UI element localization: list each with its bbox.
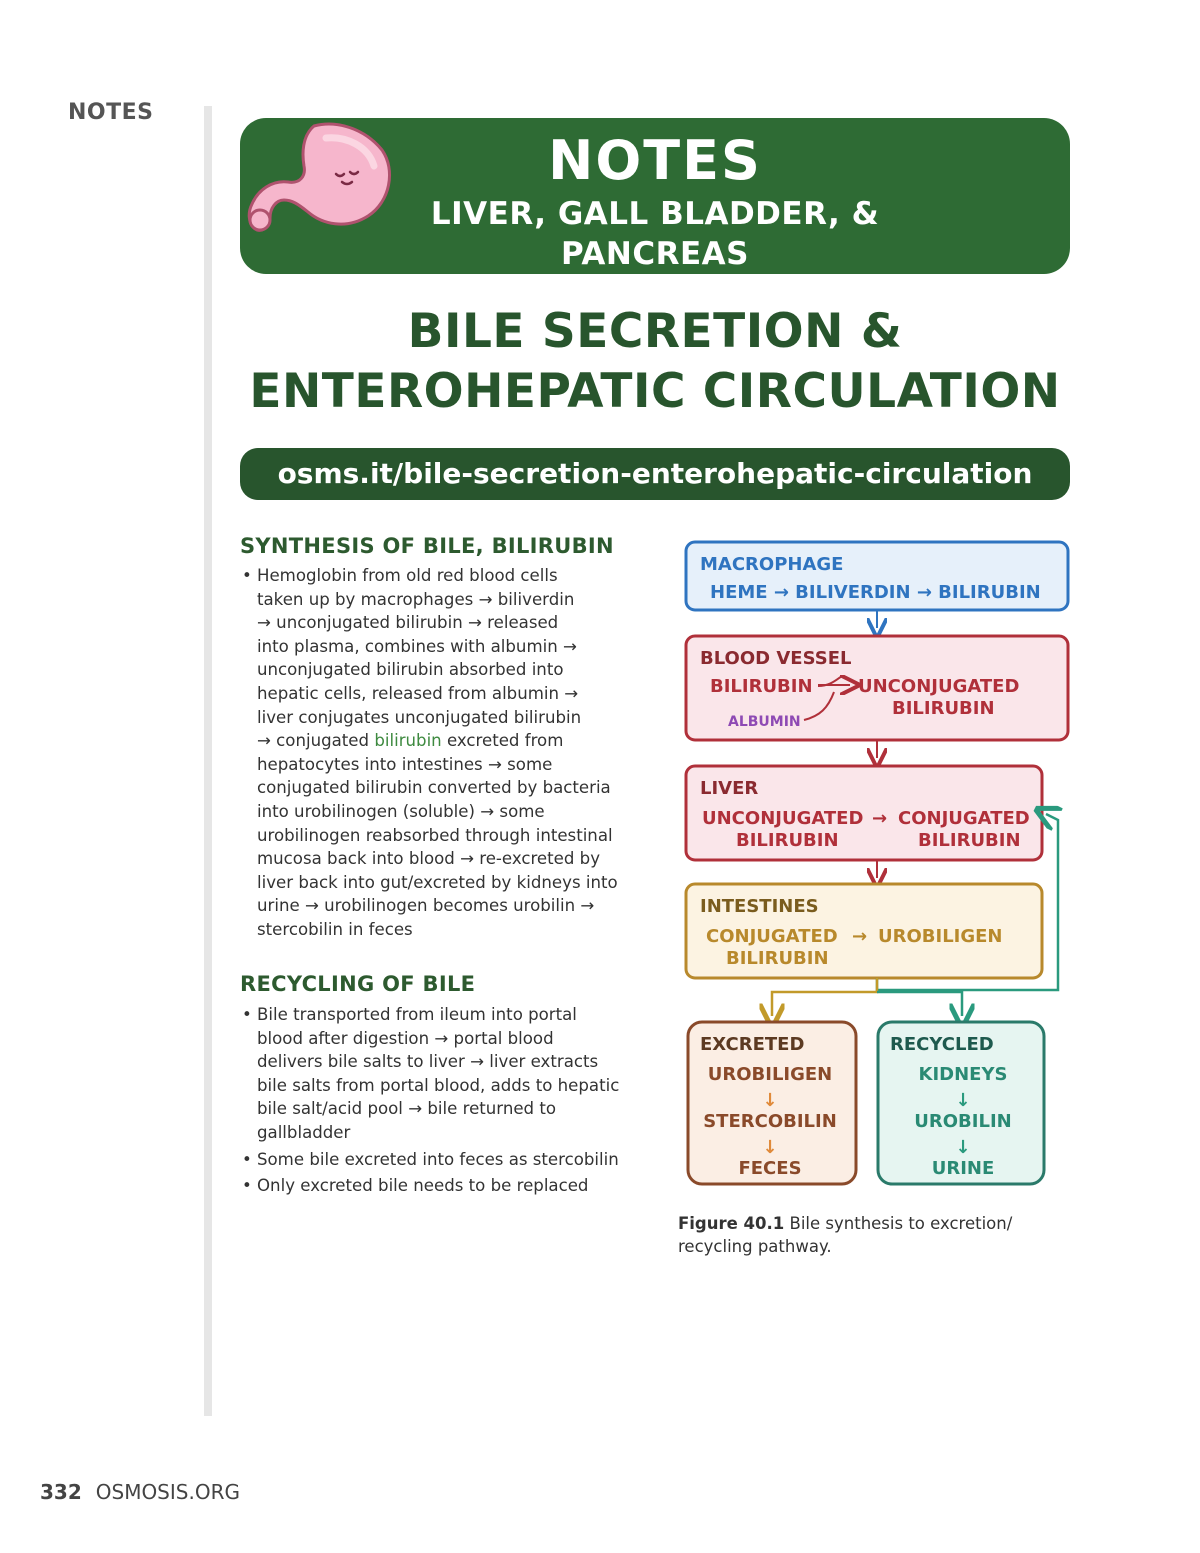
recycled-box: RECYCLED KIDNEYS ↓ UROBILIN ↓ URINE [876,1020,1046,1186]
blood-vessel-right1: UNCONJUGATED [858,676,1019,697]
arrow-down-glyph: ↓ [762,1090,777,1111]
arrow-down-glyph: ↓ [762,1137,777,1158]
section-heading-synthesis: SYNTHESIS OF BILE, BILIRUBIN [240,534,614,558]
side-notes-label: NOTES [68,100,154,125]
stomach-icon [247,122,391,232]
text-line: → unconjugated bilirubin → released [257,613,559,633]
footer-site[interactable]: OSMOSIS.ORG [95,1480,240,1504]
liver-arrow: → [872,808,887,829]
recycling-bullet: Some bile excreted into feces as stercob… [242,1148,637,1172]
banner-title: NOTES [548,129,762,192]
figure-caption: Figure 40.1 Bile synthesis to excretion/… [678,1212,1038,1258]
intestines-arrow: → [852,926,867,947]
excreted-arrow [772,978,879,1016]
text-line: mucosa back into blood → re-excreted by [257,849,601,869]
intestines-box: INTESTINES CONJUGATED BILIRUBIN → UROBIL… [684,882,1044,980]
macrophage-box: MACROPHAGE HEME → BILIVERDIN → BILIRUBIN [684,540,1070,612]
page-footer: 332 OSMOSIS.ORG [40,1480,240,1504]
page-number: 332 [40,1480,82,1504]
text-line: bile salts from portal blood, adds to he… [257,1075,620,1095]
topic-link[interactable]: osms.it/bile-secretion-enterohepatic-cir… [240,448,1070,500]
banner-subtitle-line1: LIVER, GALL BLADDER, & [430,196,880,232]
liver-right2: BILIRUBIN [918,830,1021,851]
text-line: bile salt/acid pool → bile returned to [257,1099,557,1119]
page-title-line1: BILE SECRETION & [407,304,903,359]
macrophage-flow: HEME → BILIVERDIN → BILIRUBIN [710,582,1041,603]
banner-subtitle-line2: PANCREAS [561,236,749,272]
notes-banner: NOTES LIVER, GALL BLADDER, & PANCREAS [240,118,1070,274]
recycled-item: KIDNEYS [919,1064,1008,1085]
excreted-item: STERCOBILIN [703,1111,837,1132]
intestines-title: INTESTINES [700,896,819,917]
side-rule [204,106,212,1416]
text-line: Hemoglobin from old red blood cells [257,566,558,585]
recycled-title: RECYCLED [890,1034,994,1055]
text-line: hepatic cells, released from albumin → [257,683,579,703]
text-fragment: → conjugated [257,731,375,751]
text-line: → conjugated bilirubin excreted from [257,729,637,753]
text-line: urine → urobilinogen becomes urobilin → [257,896,595,916]
synthesis-bullets: Hemoglobin from old red blood cells take… [242,564,637,942]
excreted-title: EXCRETED [700,1034,804,1055]
text-fragment: excreted from [441,731,564,751]
text-line: into urobilinogen (soluble) → some [257,801,545,821]
excreted-box: EXCRETED UROBILIGEN ↓ STERCOBILIN ↓ FECE… [686,1020,858,1186]
blood-vessel-right2: BILIRUBIN [892,698,995,719]
liver-title: LIVER [700,778,758,799]
albumin-label: ALBUMIN [728,714,801,730]
albumin-arrow [803,691,835,721]
liver-left2: BILIRUBIN [736,830,839,851]
text-line: gallbladder [257,1122,351,1142]
bile-pathway-diagram: MACROPHAGE HEME → BILIVERDIN → BILIRUBIN… [684,540,1070,1186]
recycled-item: UROBILIN [914,1111,1011,1132]
synthesis-bullet: Hemoglobin from old red blood cells take… [242,564,637,942]
liver-right1: CONJUGATED [898,808,1030,829]
excreted-item: FECES [738,1158,801,1179]
recycling-bullets: Bile transported from ileum into portal … [242,1003,637,1198]
text-line: blood after digestion → portal blood [257,1028,554,1048]
text-line: into plasma, combines with albumin → [257,636,577,656]
text-line: urobilinogen reabsorbed through intestin… [257,825,613,845]
page-title: BILE SECRETION & ENTEROHEPATIC CIRCULATI… [240,302,1070,422]
intestines-right: UROBILIGEN [878,926,1003,947]
liver-box: LIVER UNCONJUGATED BILIRUBIN → CONJUGATE… [684,764,1044,862]
liver-left1: UNCONJUGATED [702,808,863,829]
figure-text: Bile synthesis to excretion/ recycling p… [678,1214,1013,1256]
blood-vessel-left: BILIRUBIN [710,676,813,697]
intestines-left2: BILIRUBIN [726,948,829,969]
text-line: liver back into gut/excreted by kidneys … [257,872,618,892]
text-line: delivers bile salts to liver → liver ext… [257,1052,599,1072]
recycled-arrow [877,990,962,1016]
arrow-down-glyph: ↓ [955,1090,970,1111]
text-line: stercobilin in feces [257,919,413,939]
text-line: liver conjugates unconjugated bilirubin [257,707,582,727]
bilirubin-highlight[interactable]: bilirubin [374,731,442,751]
text-line: hepatocytes into intestines → some [257,754,553,774]
recycled-item: URINE [932,1158,995,1179]
macrophage-title: MACROPHAGE [700,554,843,575]
intestines-left1: CONJUGATED [706,926,838,947]
text-line: taken up by macrophages → biliverdin [257,589,575,609]
figure-label: Figure 40.1 [678,1214,785,1233]
arrow-down-glyph: ↓ [955,1137,970,1158]
text-line: Bile transported from ileum into portal [257,1005,577,1024]
blood-vessel-title: BLOOD VESSEL [700,648,851,669]
text-line: conjugated bilirubin converted by bacter… [257,778,611,798]
excreted-item: UROBILIGEN [708,1064,833,1085]
blood-vessel-box: BLOOD VESSEL BILIRUBIN UNCONJUGATED BILI… [684,634,1070,742]
text-line: unconjugated bilirubin absorbed into [257,660,564,680]
page-title-line2: ENTEROHEPATIC CIRCULATION [249,364,1061,419]
recycling-bullet: Only excreted bile needs to be replaced [242,1174,637,1198]
section-heading-recycling: RECYCLING OF BILE [240,972,476,996]
recycling-bullet: Bile transported from ileum into portal … [242,1003,637,1145]
